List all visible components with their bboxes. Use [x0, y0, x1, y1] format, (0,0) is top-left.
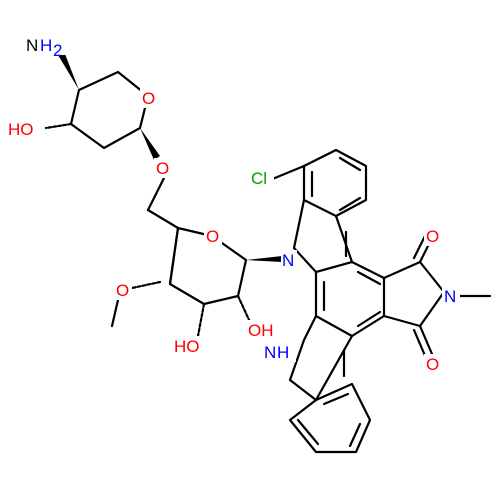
atom-labels: N H 2 O HO O O O HO — [8, 33, 460, 374]
hydroxyl-3-label: HO — [172, 336, 206, 356]
bond-lines — [44, 54, 492, 454]
glucose-ring-bonds — [146, 208, 248, 306]
imide-oxygen-bottom-label: O — [424, 354, 442, 374]
methoxy-methyl-bond — [110, 298, 120, 328]
pyranose-ring-bonds — [69, 70, 150, 150]
pyran-oxygen-label: O — [140, 88, 156, 108]
amine-label: N H 2 — [25, 33, 69, 60]
methoxy-o-text: O — [116, 281, 129, 300]
amine-sub-text: 2 — [53, 41, 62, 60]
imide-n-text: N — [444, 287, 456, 306]
pyrrole-top-bonds — [292, 198, 354, 274]
hydroxyl-2-label: OH — [246, 320, 280, 340]
ether-oxygen-label: O — [154, 158, 172, 178]
amine-h-text: H — [40, 36, 52, 55]
central-inner-2 — [356, 270, 382, 286]
methoxy-bond — [130, 280, 162, 290]
imide-nitrogen-label: N — [442, 286, 460, 306]
pyran-o-text: O — [142, 89, 155, 108]
glucose-oxygen-label: O — [204, 226, 222, 246]
chlorine-text: Cl — [251, 169, 267, 188]
chlorine-bond — [268, 164, 306, 182]
indole-nh-n-text: N — [264, 343, 276, 362]
hydroxyl-2-bond — [236, 294, 252, 324]
methoxy-oxygen-label: O — [114, 280, 132, 300]
anomeric-wedge-bond — [246, 256, 282, 262]
amine-n-text: N — [26, 36, 38, 55]
chlorine-label: Cl — [250, 168, 274, 188]
imide-o-bottom-text: O — [426, 355, 439, 374]
glucose-o-text: O — [206, 227, 219, 246]
imide-ring-bonds — [382, 260, 446, 328]
hydroxyl-4-label: HO — [8, 119, 42, 139]
imide-oxygen-top-label: O — [424, 226, 442, 246]
imide-co-bottom — [418, 324, 434, 356]
hydroxyl-3-text: HO — [174, 337, 200, 356]
ether-wedge-bond — [140, 128, 160, 160]
benzene-ring-top — [302, 148, 368, 218]
hydroxyl-2-text: OH — [248, 321, 274, 340]
benzene-bottom-inner-3 — [322, 392, 350, 406]
central-inner-3 — [356, 310, 382, 328]
hydroxyl-3-bond — [196, 302, 206, 338]
indole-nh-label: N H — [262, 342, 296, 362]
benzene-ring-bottom — [288, 382, 372, 454]
benzene-top-inner-1 — [338, 156, 362, 172]
benzene-bottom-inner-1 — [296, 418, 320, 446]
ether-o-text: O — [156, 159, 169, 178]
ether-ch2-bond — [146, 176, 166, 212]
hydroxyl-4-text: HO — [8, 120, 34, 139]
indole-n-text: N — [282, 251, 294, 270]
indole-nitrogen-label: N — [281, 250, 297, 270]
benzene-top-inner-3 — [338, 196, 362, 212]
imide-o-top-text: O — [426, 227, 439, 246]
central-ring — [314, 260, 386, 338]
pyrrole-bottom-bonds — [288, 314, 354, 402]
benzene-bottom-inner-2 — [348, 422, 362, 448]
hydroxyl-hash-bond — [44, 122, 73, 130]
glucose-ring-bond-2 — [168, 226, 180, 286]
imide-co-bottom-2 — [412, 328, 428, 360]
indole-nh-h-text: H — [277, 343, 289, 362]
amine-wedge-bond — [58, 54, 79, 90]
